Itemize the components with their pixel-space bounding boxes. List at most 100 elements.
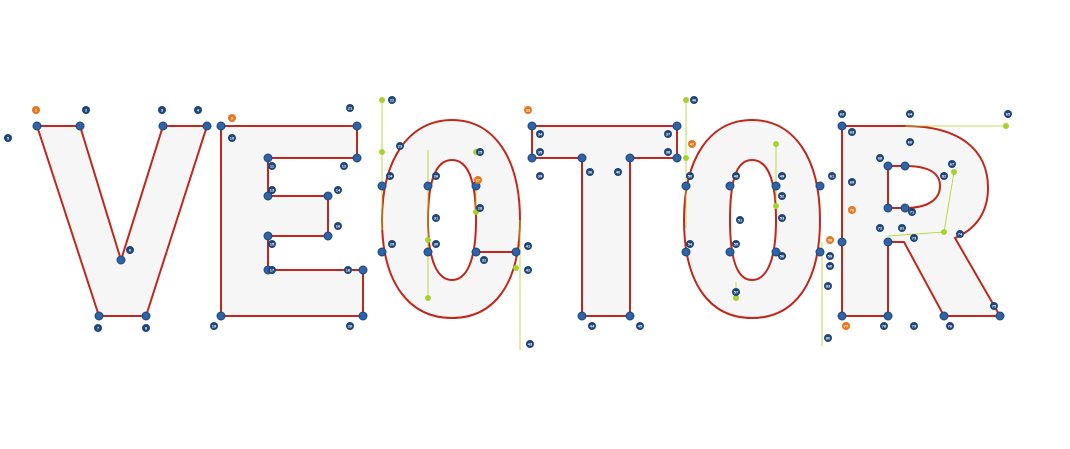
callout-badge <box>688 140 696 148</box>
anchor-node <box>352 153 362 163</box>
callout-badge <box>826 236 834 244</box>
callout-number: 38 <box>666 149 671 154</box>
callout-number: 55 <box>734 241 739 246</box>
callout-badge <box>536 172 544 180</box>
callout-badge <box>736 216 744 224</box>
leader-dot <box>683 97 689 103</box>
leader-dot <box>941 229 947 235</box>
callout-badge <box>778 252 786 260</box>
callout-number: 20 <box>348 323 353 328</box>
callout-badge <box>910 234 918 242</box>
anchor-node <box>358 311 368 321</box>
leader-dot <box>733 295 739 301</box>
callout-badge <box>732 172 740 180</box>
callout-number: 21 <box>348 105 353 110</box>
callout-number: 50 <box>688 173 693 178</box>
callout-badge <box>940 172 948 180</box>
anchor-node <box>815 181 825 191</box>
callout-number: 48 <box>734 173 739 178</box>
callout-number: 61 <box>830 173 835 178</box>
callout-number: 30 <box>434 241 439 246</box>
callout-badge <box>664 148 672 156</box>
callout-number: 34 <box>538 131 543 136</box>
callout-number: 64 <box>908 111 913 116</box>
callout-badge <box>848 128 856 136</box>
callout-number: 76 <box>948 323 953 328</box>
callout-badge <box>94 324 102 332</box>
anchor-node <box>471 247 481 257</box>
leader-dot <box>773 141 779 147</box>
callout-badge <box>526 340 534 348</box>
callout-badge <box>228 134 236 142</box>
callout-badge <box>480 256 488 264</box>
callout-badge <box>32 106 40 114</box>
callout-number: 13 <box>270 187 275 192</box>
callout-badge <box>824 282 832 290</box>
callout-badge <box>990 302 998 310</box>
anchor-node <box>900 203 910 213</box>
anchor-node <box>883 203 893 213</box>
callout-number: 58 <box>828 237 833 242</box>
callout-badge <box>536 148 544 156</box>
callout-badge <box>876 224 884 232</box>
callout-badge <box>956 230 964 238</box>
callout-badge <box>686 240 694 248</box>
callout-badge <box>340 162 348 170</box>
anchor-node <box>672 153 682 163</box>
callout-badge <box>474 176 482 184</box>
anchor-node <box>837 237 847 247</box>
callout-number: 32 <box>482 257 487 262</box>
callout-number: 36 <box>588 169 593 174</box>
anchor-node <box>377 181 387 191</box>
callout-number: 78 <box>882 323 887 328</box>
callout-badge <box>1004 110 1012 118</box>
callout-number: 23 <box>398 143 403 148</box>
callout-badge <box>334 222 342 230</box>
callout-number: 52 <box>780 193 785 198</box>
callout-badge <box>732 240 740 248</box>
callout-badge <box>346 322 354 330</box>
callout-badge <box>432 214 440 222</box>
callout-badge <box>778 172 786 180</box>
callout-badge <box>344 266 352 274</box>
anchor-node <box>883 237 893 247</box>
callout-number: 63 <box>850 129 855 134</box>
callout-number: 15 <box>270 241 275 246</box>
callout-number: 27 <box>476 177 481 182</box>
callout-badge <box>876 154 884 162</box>
callout-number: 74 <box>958 231 963 236</box>
callout-number: 47 <box>690 141 695 146</box>
callout-badge <box>432 240 440 248</box>
callout-number: 6 <box>129 247 132 252</box>
anchor-node <box>900 161 910 171</box>
callout-number: 77 <box>844 323 849 328</box>
anchor-node <box>263 231 273 241</box>
callout-number: 26 <box>434 173 439 178</box>
callout-number: 2 <box>85 107 88 112</box>
anchor-node <box>625 311 635 321</box>
leader-dot <box>683 155 689 161</box>
callout-number: 73 <box>912 235 917 240</box>
anchor-node <box>883 161 893 171</box>
callout-number: 31 <box>434 215 439 220</box>
anchor-node <box>815 247 825 257</box>
callout-number: 18 <box>346 267 351 272</box>
callout-number: 66 <box>908 139 913 144</box>
anchor-node <box>681 247 691 257</box>
callout-number: 46 <box>692 97 697 102</box>
callout-number: 3 <box>161 107 164 112</box>
anchor-node <box>725 247 735 257</box>
callout-badge <box>906 110 914 118</box>
anchor-node <box>216 121 226 131</box>
callout-number: 11 <box>270 163 275 168</box>
callout-badge <box>524 242 532 250</box>
anchor-node <box>511 247 521 257</box>
callout-badge <box>158 106 166 114</box>
callout-number: 45 <box>638 323 643 328</box>
callout-badge <box>268 240 276 248</box>
callout-number: 80 <box>826 335 831 340</box>
anchor-node <box>358 265 368 275</box>
anchor-node <box>352 121 362 131</box>
anchor-node <box>995 311 1005 321</box>
